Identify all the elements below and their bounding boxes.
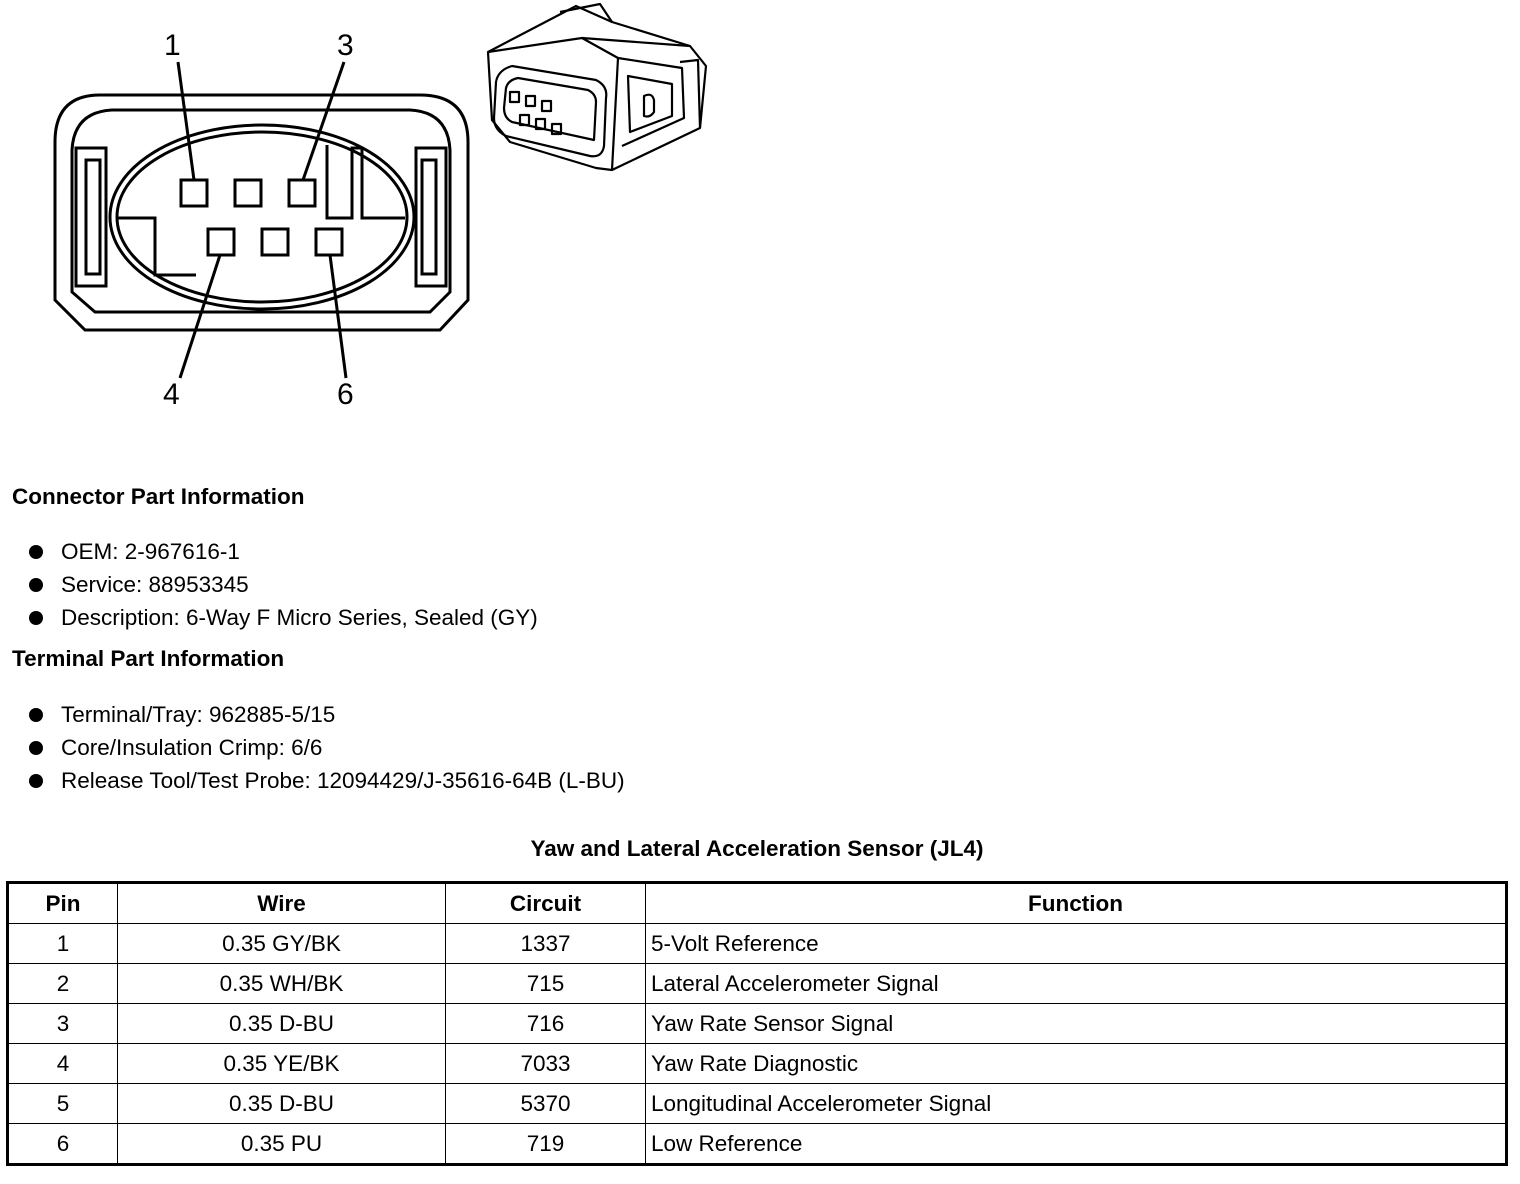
left-latch-inner — [84, 158, 102, 276]
terminal-part-information-heading: Terminal Part Information — [12, 646, 285, 671]
connector-3d-illustration — [486, 2, 708, 172]
pin-cell: 4 — [7, 1043, 118, 1084]
table-title: Yaw and Lateral Acceleration Sensor (JL4… — [530, 836, 984, 861]
terminal-tray: Terminal/Tray: 962885-5/15 — [61, 702, 336, 727]
terminal-cavity-rim — [115, 130, 409, 304]
wire-cell: 0.35 PU — [117, 1123, 446, 1165]
leader-line-4 — [178, 254, 222, 379]
list-item: Description: 6-Way F Micro Series, Seale… — [28, 601, 538, 634]
leader-line-6 — [328, 254, 348, 379]
release-tool-test-probe: Release Tool/Test Probe: 12094429/J-3561… — [61, 768, 625, 793]
right-key — [325, 145, 405, 220]
bullet-icon — [29, 545, 43, 559]
bullet-icon — [29, 578, 43, 592]
function-cell: Longitudinal Accelerometer Signal — [645, 1083, 1507, 1124]
callout-6: 6 — [337, 378, 354, 411]
leader-line-3 — [301, 61, 346, 181]
left-latch — [74, 146, 108, 288]
circuit-cell: 1337 — [445, 923, 646, 964]
bullet-icon — [29, 708, 43, 722]
connector-part-information-heading: Connector Part Information — [12, 484, 305, 509]
pin-cell: 6 — [7, 1123, 118, 1165]
callout-3: 3 — [337, 29, 354, 62]
terminal-cell-3 — [287, 178, 317, 208]
function-cell: Low Reference — [645, 1123, 1507, 1165]
connector-diagram: 1 3 4 6 — [53, 2, 708, 411]
right-latch-inner — [420, 158, 438, 276]
list-item: Release Tool/Test Probe: 12094429/J-3561… — [28, 764, 625, 797]
terminal-cell-4 — [206, 227, 236, 257]
function-cell: Yaw Rate Diagnostic — [645, 1043, 1507, 1084]
table-row: 3 0.35 D-BU 716 Yaw Rate Sensor Signal — [7, 1003, 1507, 1044]
column-header-circuit: Circuit — [445, 882, 646, 924]
column-header-function: Function — [645, 882, 1507, 924]
circuit-cell: 719 — [445, 1123, 646, 1165]
connector-housing-outer — [53, 93, 470, 332]
callout-1: 1 — [164, 29, 181, 62]
core-insulation-crimp: Core/Insulation Crimp: 6/6 — [61, 735, 323, 760]
oem-part-number: OEM: 2-967616-1 — [61, 539, 240, 564]
circuit-cell: 716 — [445, 1003, 646, 1044]
circuit-cell: 7033 — [445, 1043, 646, 1084]
terminal-cell-1 — [179, 178, 209, 208]
table-header-row: Pin Wire Circuit Function — [7, 882, 1507, 924]
terminal-cell-2 — [233, 178, 263, 208]
circuit-cell: 5370 — [445, 1083, 646, 1124]
function-cell: 5-Volt Reference — [645, 923, 1507, 964]
wire-cell: 0.35 WH/BK — [117, 963, 446, 1004]
list-item: Service: 88953345 — [28, 568, 538, 601]
bullet-icon — [29, 741, 43, 755]
column-header-wire: Wire — [117, 882, 446, 924]
list-item: Terminal/Tray: 962885-5/15 — [28, 698, 625, 731]
list-item: OEM: 2-967616-1 — [28, 535, 538, 568]
terminal-part-list: Terminal/Tray: 962885-5/15 Core/Insulati… — [28, 698, 625, 797]
terminal-cell-6 — [314, 227, 344, 257]
bullet-icon — [29, 774, 43, 788]
table-row: 5 0.35 D-BU 5370 Longitudinal Accelerome… — [7, 1083, 1507, 1124]
function-cell: Yaw Rate Sensor Signal — [645, 1003, 1507, 1044]
bullet-icon — [29, 611, 43, 625]
table-row: 1 0.35 GY/BK 1337 5-Volt Reference — [7, 923, 1507, 964]
pinout-table: Pin Wire Circuit Function 1 0.35 GY/BK 1… — [6, 881, 1508, 1166]
connector-housing-inner — [70, 108, 452, 314]
right-latch — [414, 146, 448, 288]
column-header-pin: Pin — [7, 882, 118, 924]
pin-cell: 1 — [7, 923, 118, 964]
terminal-cavity — [108, 123, 416, 311]
table-row: 4 0.35 YE/BK 7033 Yaw Rate Diagnostic — [7, 1043, 1507, 1084]
pin-cell: 3 — [7, 1003, 118, 1044]
wire-cell: 0.35 D-BU — [117, 1083, 446, 1124]
table-row: 2 0.35 WH/BK 715 Lateral Accelerometer S… — [7, 963, 1507, 1004]
connector-part-list: OEM: 2-967616-1 Service: 88953345 Descri… — [28, 535, 538, 634]
pin-cell: 2 — [7, 963, 118, 1004]
wire-cell: 0.35 YE/BK — [117, 1043, 446, 1084]
table-row: 6 0.35 PU 719 Low Reference — [7, 1123, 1507, 1165]
left-key — [118, 216, 196, 277]
leader-line-1 — [176, 61, 196, 181]
callout-4: 4 — [163, 378, 180, 411]
function-cell: Lateral Accelerometer Signal — [645, 963, 1507, 1004]
wire-cell: 0.35 D-BU — [117, 1003, 446, 1044]
wire-cell: 0.35 GY/BK — [117, 923, 446, 964]
list-item: Core/Insulation Crimp: 6/6 — [28, 731, 625, 764]
connector-description: Description: 6-Way F Micro Series, Seale… — [61, 605, 538, 630]
terminal-cell-5 — [260, 227, 290, 257]
circuit-cell: 715 — [445, 963, 646, 1004]
service-part-number: Service: 88953345 — [61, 572, 249, 597]
pin-cell: 5 — [7, 1083, 118, 1124]
